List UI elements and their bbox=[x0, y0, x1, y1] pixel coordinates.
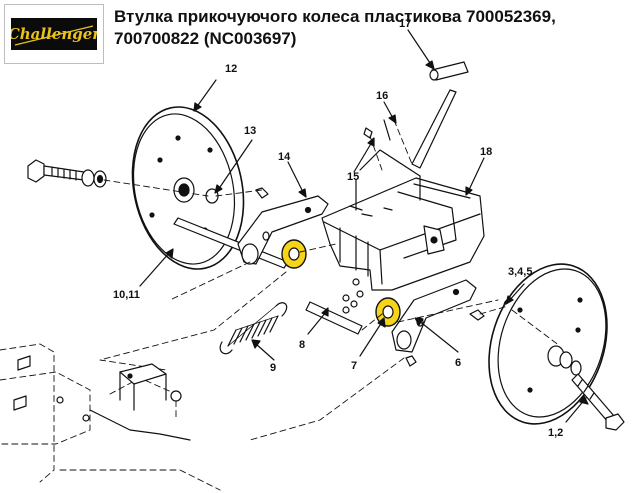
callout-3-4-5: 3,4,5 bbox=[508, 266, 532, 278]
callout-17: 17 bbox=[399, 18, 411, 30]
page-title: Втулка прикочуючого колеса пластикова 70… bbox=[114, 6, 634, 50]
callout-7: 7 bbox=[351, 360, 357, 372]
title-line-1: Втулка прикочуючого колеса пластикова 70… bbox=[114, 7, 556, 26]
pin-8 bbox=[305, 301, 363, 335]
left-closing-wheel bbox=[131, 106, 245, 270]
callout-16: 16 bbox=[376, 90, 388, 102]
pin-15 bbox=[363, 127, 373, 139]
handle-17 bbox=[411, 61, 469, 169]
frame-hardware bbox=[342, 278, 364, 314]
assembly-lines bbox=[99, 119, 561, 441]
bolt-1-2 bbox=[571, 373, 625, 431]
callout-labels: 1,2 3,4,5 6 7 8 9 10,11 12 13 14 15 16 1… bbox=[113, 18, 563, 439]
spring-9 bbox=[219, 302, 288, 355]
title-line-2: 700700822 (NC003697) bbox=[114, 29, 297, 48]
frame-18 bbox=[321, 149, 485, 291]
logo-badge: Challenger bbox=[8, 18, 101, 50]
highlighted-bushing-left bbox=[281, 239, 307, 269]
mounting-bracket bbox=[13, 355, 191, 441]
brand-logo: Challenger bbox=[4, 4, 104, 64]
callout-8: 8 bbox=[299, 339, 305, 351]
pin-16 bbox=[383, 119, 391, 141]
callout-12: 12 bbox=[225, 63, 237, 75]
callout-arrows bbox=[139, 29, 589, 423]
callout-10-11: 10,11 bbox=[113, 289, 140, 301]
bolt-10-11 bbox=[27, 159, 107, 188]
callout-13: 13 bbox=[244, 125, 256, 137]
callout-1-2: 1,2 bbox=[548, 427, 563, 439]
callout-18: 18 bbox=[480, 146, 492, 158]
callout-9: 9 bbox=[270, 362, 276, 374]
arm-6 bbox=[391, 279, 477, 367]
toolbar-frame-outline bbox=[0, 343, 221, 491]
callout-15: 15 bbox=[347, 171, 359, 183]
callout-14: 14 bbox=[278, 151, 291, 163]
callout-6: 6 bbox=[455, 357, 461, 369]
logo-mark: Challenger bbox=[8, 25, 101, 46]
logo-text: Challenger bbox=[11, 25, 97, 43]
